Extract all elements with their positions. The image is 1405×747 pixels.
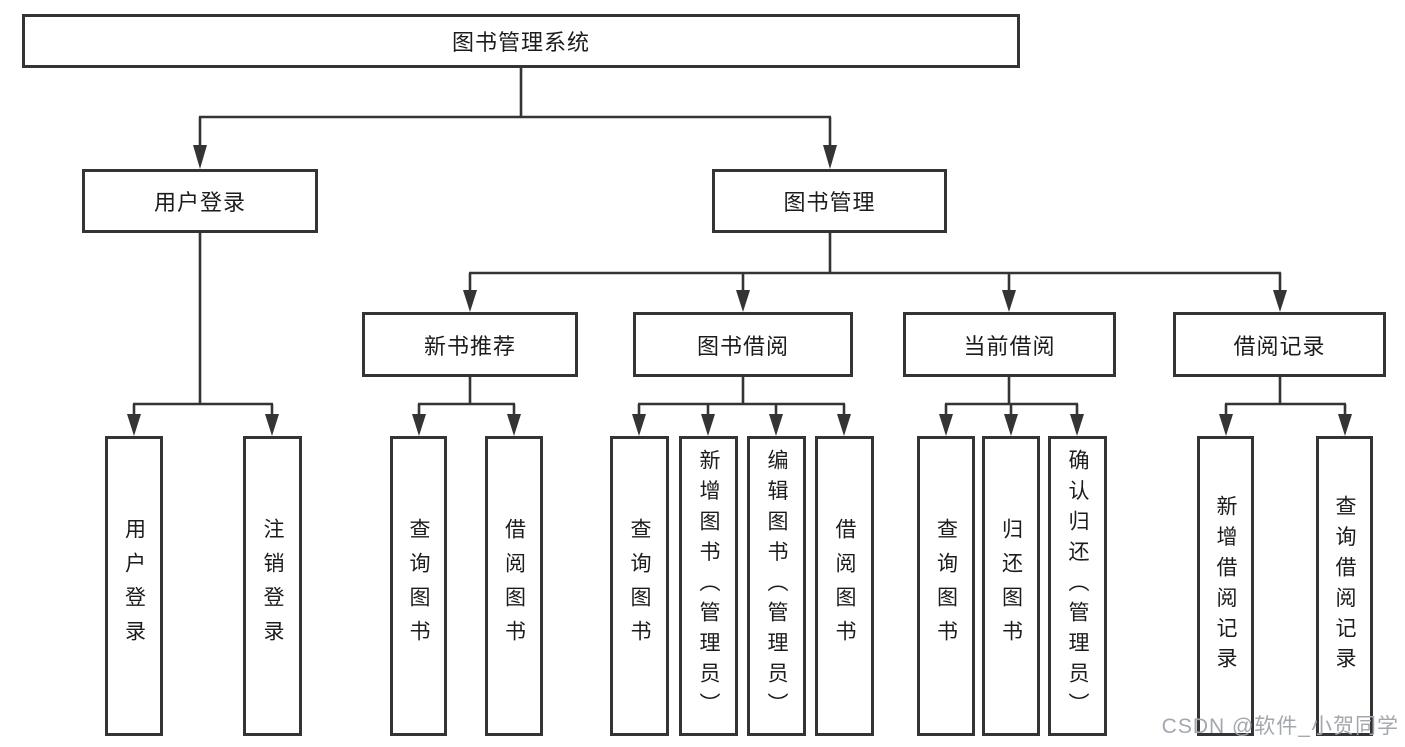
- leaf-return-books: 归还图书: [982, 436, 1040, 736]
- leaf-label: 确认归还（管理员）: [1066, 448, 1089, 724]
- leaf-label: 新增借阅记录: [1214, 494, 1237, 678]
- leaf-borrow-books: 借阅图书: [815, 436, 874, 736]
- leaf-edit-books-admin: 编辑图书（管理员）: [747, 436, 806, 736]
- leaf-label: 新增图书（管理员）: [697, 448, 720, 724]
- watermark-text: CSDN @软件_小贺同学: [1161, 715, 1399, 738]
- node-new-book-recommend: 新书推荐: [362, 312, 578, 377]
- node-book-management: 图书管理: [712, 169, 947, 233]
- node-label: 图书借阅: [696, 333, 789, 359]
- node-label: 用户登录: [153, 190, 246, 215]
- leaf-add-borrow-record: 新增借阅记录: [1197, 436, 1254, 736]
- node-borrow-record: 借阅记录: [1173, 312, 1386, 377]
- leaf-label: 查询借阅记录: [1333, 494, 1356, 678]
- leaf-confirm-return-admin: 确认归还（管理员）: [1048, 436, 1107, 736]
- leaf-add-books-admin: 新增图书（管理员）: [679, 436, 738, 736]
- leaf-borrow-books-recommend: 借阅图书: [485, 436, 543, 736]
- leaf-query-books-recommend: 查询图书: [390, 436, 447, 736]
- node-label: 图书管理系统: [451, 30, 590, 55]
- leaf-label: 用户登录: [122, 517, 146, 655]
- leaf-user-login: 用户登录: [105, 436, 163, 736]
- node-book-borrow: 图书借阅: [633, 312, 853, 377]
- leaf-label: 查询图书: [934, 517, 958, 655]
- node-label: 借阅记录: [1233, 333, 1326, 359]
- leaf-label: 借阅图书: [502, 517, 526, 655]
- leaf-query-books-current: 查询图书: [917, 436, 975, 736]
- node-label: 新书推荐: [423, 333, 516, 359]
- leaf-label: 查询图书: [407, 517, 430, 655]
- leaf-query-books-borrow: 查询图书: [610, 436, 669, 736]
- node-current-borrow: 当前借阅: [903, 312, 1116, 377]
- node-library-management-system: 图书管理系统: [22, 14, 1020, 68]
- node-user-login: 用户登录: [82, 169, 318, 233]
- leaf-label: 注销登录: [261, 517, 284, 655]
- leaf-label: 查询图书: [628, 517, 651, 655]
- node-label: 图书管理: [783, 190, 876, 215]
- leaf-logout: 注销登录: [243, 436, 302, 736]
- leaf-label: 归还图书: [999, 517, 1023, 655]
- node-label: 当前借阅: [963, 333, 1056, 359]
- leaf-query-borrow-record: 查询借阅记录: [1316, 436, 1373, 736]
- leaf-label: 编辑图书（管理员）: [765, 448, 788, 724]
- leaf-label: 借阅图书: [833, 517, 856, 655]
